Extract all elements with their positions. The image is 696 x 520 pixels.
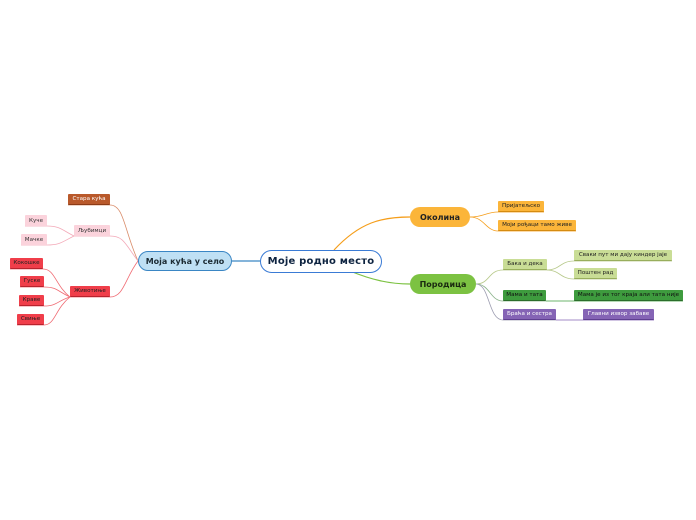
subtopic-braca-sestra-label: Браћа и сестра [507,311,552,317]
link-porodica-mama [475,283,546,302]
link-zivotinje-kokoske [10,268,71,298]
link-kuca-zivotinje [70,260,139,298]
link-zivotinje-svinje [17,296,71,326]
subtopic-svinje[interactable]: Свиње [17,314,44,325]
subtopic-rodjaci-label: Моји рођаци тамо живе [502,222,572,228]
subtopic-ljubimci[interactable]: Љубимци [74,225,110,236]
subtopic-rodjaci[interactable]: Моји рођаци тамо живе [498,220,576,231]
subtopic-mama-iz[interactable]: Мама је из тог краја али тата није [574,290,683,301]
subtopic-braca-sestra[interactable]: Браћа и сестра [503,309,556,320]
subtopic-mama-tata-label: Мама и тата [506,292,543,298]
link-baka-posten [546,269,617,280]
subtopic-stara-kuca[interactable]: Стара кућа [68,194,110,205]
subtopic-krave[interactable]: Краве [19,295,44,306]
link-baka-svaki [546,260,672,271]
topic-porodica-label: Породица [419,279,467,289]
topic-okolina[interactable]: Околина [410,207,470,227]
subtopic-macke[interactable]: Мачке [21,234,47,245]
topic-porodica[interactable]: Породица [410,274,476,294]
subtopic-kuce-label: Куче [28,217,44,224]
topic-kuca-label: Моја кућа у село [145,256,225,266]
link-kuca-ljubimci [74,235,139,262]
subtopic-zivotinje[interactable]: Животиње [70,286,110,297]
link-okolina-rodjaci [469,216,576,232]
subtopic-prijateljsko[interactable]: Пријатељско [498,201,544,212]
subtopic-svinje-label: Свиње [20,316,41,322]
central-topic-label: Моје родно место [267,256,375,267]
subtopic-stara-kuca-label: Стара кућа [72,196,106,202]
subtopic-krave-label: Краве [22,297,41,303]
subtopic-kuce[interactable]: Куче [25,215,47,226]
subtopic-kokoske-label: Кокошке [13,260,40,266]
link-central-porodica [349,270,411,285]
subtopic-macke-label: Мачке [24,236,44,243]
subtopic-posten-rad[interactable]: Поштен рад [574,268,617,279]
link-zivotinje-krave [19,296,71,307]
subtopic-zivotinje-label: Животиње [74,288,106,294]
link-porodica-baka [475,269,547,285]
subtopic-baka-deka[interactable]: Бака и дека [503,259,547,270]
subtopic-glavni-izvor[interactable]: Главни извор забаве [583,309,654,320]
subtopic-ljubimci-label: Љубимци [77,227,107,234]
central-topic[interactable]: Моје родно место [260,250,382,273]
subtopic-mama-tata[interactable]: Мама и тата [503,290,546,301]
subtopic-mama-iz-label: Мама је из тог краја али тата није [577,292,680,298]
link-zivotinje-guske [20,286,71,298]
subtopic-guske[interactable]: Гуске [20,276,44,287]
subtopic-guske-label: Гуске [23,278,41,284]
topic-okolina-label: Околина [419,212,461,222]
link-central-okolina [333,216,411,251]
subtopic-baka-deka-label: Бака и дека [507,261,543,267]
link-kuca-stara [68,204,139,262]
subtopic-kinder[interactable]: Сваки пут ми дају киндер јаје [574,250,672,261]
link-ljubimci-kuce [25,225,75,237]
subtopic-kinder-label: Сваки пут ми дају киндер јаје [578,252,668,258]
topic-kuca[interactable]: Моја кућа у село [138,251,232,271]
link-okolina-prijateljsko [469,211,544,218]
subtopic-posten-rad-label: Поштен рад [577,270,614,276]
subtopic-prijateljsko-label: Пријатељско [502,203,540,209]
link-porodica-braca [475,283,556,321]
subtopic-kokoske[interactable]: Кокошке [10,258,43,269]
link-ljubimci-macke [21,235,75,246]
subtopic-glavni-izvor-label: Главни извор забаве [587,311,650,317]
